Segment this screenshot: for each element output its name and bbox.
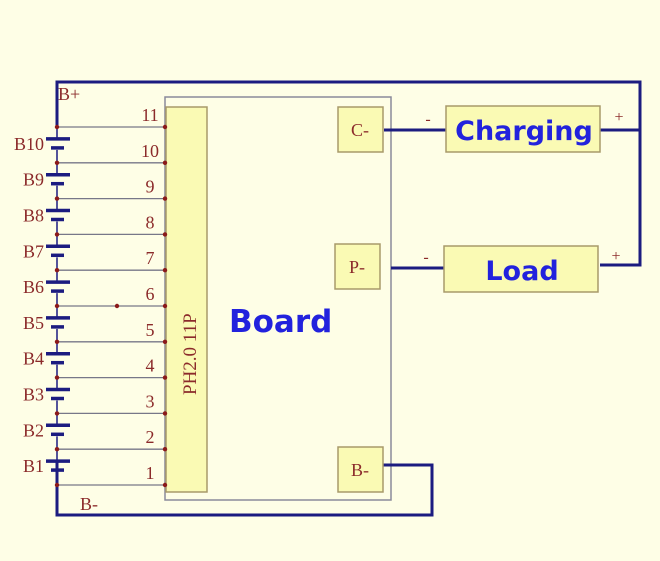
positive-rail-wire — [600, 130, 642, 267]
junction-dot — [162, 447, 168, 452]
junction-dot — [54, 268, 60, 273]
b-plus-label: B+ — [58, 84, 80, 104]
b-minus-label: B- — [80, 494, 98, 514]
b-minus-wire — [55, 462, 434, 517]
board-label: Board — [229, 304, 332, 340]
b-plus-wire — [55, 80, 642, 132]
load-pos-label: + — [611, 248, 620, 265]
junction-dot — [162, 196, 168, 201]
pin-number: 5 — [146, 320, 155, 340]
junction-dot — [54, 124, 60, 130]
cell-label: B8 — [23, 206, 44, 226]
cell-label: B2 — [23, 420, 44, 440]
junction-dot — [54, 411, 60, 416]
junction-dot — [54, 339, 60, 344]
b-minus-terminal — [337, 446, 384, 493]
pin-number: 8 — [146, 212, 155, 232]
charging-box — [445, 105, 601, 153]
junction-dot — [54, 303, 60, 309]
board-outline — [164, 96, 392, 501]
connector-pins: 11 10 9 8 7 6 5 4 3 2 1 — [54, 105, 168, 488]
pin-number: 4 — [146, 356, 155, 376]
pin-number: 6 — [146, 284, 155, 304]
junction-dot — [54, 232, 60, 237]
cell-label: B7 — [23, 241, 44, 261]
cell-label: B10 — [14, 134, 44, 154]
cell-label: B1 — [23, 456, 44, 476]
pin-number: 7 — [146, 248, 155, 268]
junction-dot — [54, 447, 60, 452]
c-minus-terminal — [337, 106, 384, 153]
load-neg-label: - — [423, 249, 428, 266]
connector-block — [165, 106, 208, 493]
junction-dot — [114, 303, 120, 309]
junction-dot — [162, 124, 168, 130]
junction-dot — [162, 411, 168, 416]
pin-number: 3 — [146, 391, 155, 411]
junction-dot — [162, 482, 168, 488]
pin-number: 2 — [146, 427, 155, 447]
pin-number: 1 — [146, 463, 155, 483]
junction-dot — [162, 339, 168, 344]
p-minus-label: P- — [349, 257, 365, 277]
charging-neg-label: - — [425, 111, 430, 128]
connector-label: PH2.0 11P — [180, 313, 201, 395]
junction-dot — [162, 303, 168, 309]
junction-dot — [162, 375, 168, 380]
junction-dot — [162, 160, 168, 165]
cell-label: B5 — [23, 313, 44, 333]
pin-number: 11 — [141, 105, 158, 125]
junction-dot — [54, 160, 60, 165]
b-minus-terminal-label: B- — [351, 460, 369, 480]
junction-dot — [54, 482, 60, 488]
load-label: Load — [485, 256, 558, 287]
junction-dot — [162, 268, 168, 273]
pin-number: 10 — [141, 141, 159, 161]
cell-label: B6 — [23, 277, 44, 297]
c-minus-label: C- — [351, 120, 369, 140]
junction-dot — [162, 232, 168, 237]
pin-number: 9 — [146, 177, 155, 197]
junction-dot — [54, 196, 60, 201]
p-minus-terminal — [334, 243, 381, 290]
load-box — [443, 245, 599, 293]
cell-label: B9 — [23, 170, 44, 190]
cell-label: B4 — [23, 349, 44, 369]
charging-pos-label: + — [614, 109, 623, 126]
junction-dot — [54, 375, 60, 380]
charging-label: Charging — [455, 116, 593, 147]
cell-label: B3 — [23, 385, 44, 405]
